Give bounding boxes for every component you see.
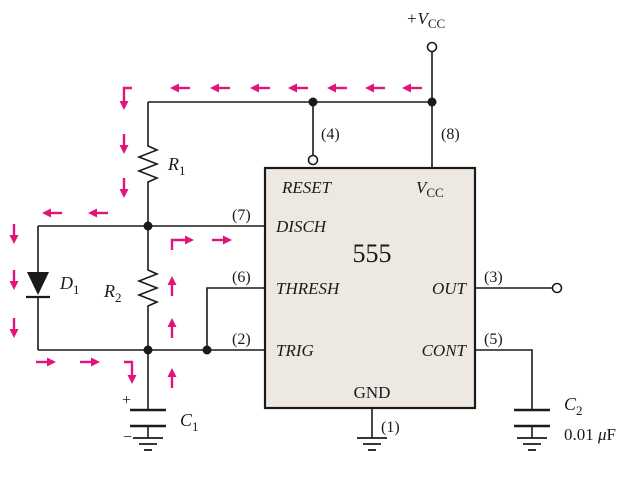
- current-arrow-corner: [124, 360, 137, 384]
- diode-d1: [26, 272, 50, 299]
- pin-label-disch: DISCH: [275, 217, 328, 236]
- pin-number-reset: (4): [321, 126, 340, 143]
- current-arrow-left: [327, 83, 347, 93]
- c2-value-unit: F: [607, 425, 616, 444]
- r2-label: R2: [103, 281, 122, 305]
- c1-label-sub: 1: [192, 419, 199, 434]
- pin-label-out: OUT: [432, 279, 468, 298]
- pin-number-gnd: (1): [381, 419, 400, 436]
- junction-dot: [143, 345, 153, 355]
- current-arrow-left: [88, 208, 108, 218]
- r2-label-sub: 2: [115, 290, 122, 305]
- current-arrow-down: [119, 134, 129, 154]
- pin-label-gnd: GND: [354, 383, 391, 402]
- junction-dot: [308, 97, 318, 107]
- supply-label-main: +V: [406, 9, 430, 28]
- c2-value-mu: μ: [597, 425, 607, 444]
- c2-value: 0.01 μF: [564, 425, 616, 444]
- current-arrow-right: [36, 357, 56, 367]
- junctions: [143, 97, 437, 355]
- current-arrow-left: [365, 83, 385, 93]
- c2-value-num: 0.01: [564, 425, 598, 444]
- current-arrow-left: [250, 83, 270, 93]
- diode-triangle: [27, 272, 49, 295]
- pin-number-disch: (7): [232, 207, 251, 224]
- d1-label: D1: [59, 273, 80, 297]
- pin-label-vcc-main: V: [416, 178, 429, 197]
- r1-label: R1: [167, 154, 186, 178]
- junction-dot: [427, 97, 437, 107]
- r1-label-sub: 1: [179, 163, 186, 178]
- pin-number-trig: (2): [232, 331, 251, 348]
- pin-label-vcc: VCC: [416, 178, 444, 200]
- c2-label-main: C: [564, 394, 577, 414]
- current-arrow-up: [167, 318, 177, 338]
- ic-555: 555 RESET VCC DISCH THRESH OUT TRIG CONT…: [263, 166, 477, 410]
- current-arrow-left: [288, 83, 308, 93]
- current-arrow-right: [80, 357, 100, 367]
- ground-symbol-c1: [133, 437, 163, 451]
- pin-label-thresh: THRESH: [276, 279, 341, 298]
- current-arrow-up: [167, 276, 177, 296]
- current-arrow-left: [210, 83, 230, 93]
- current-arrow-down: [9, 318, 19, 338]
- c1-minus-sign: −: [123, 429, 132, 446]
- reset-inversion-bubble: [307, 154, 319, 166]
- junction-dot: [143, 221, 153, 231]
- capacitor-c1: [130, 408, 166, 428]
- current-arrow-right: [212, 235, 232, 245]
- c2-label-sub: 2: [576, 403, 583, 418]
- current-arrow-left: [170, 83, 190, 93]
- ic-body: [263, 166, 477, 410]
- pin-numbers: (4) (8) (7) (6) (2) (3) (5) (1): [232, 126, 503, 436]
- supply-label: +VCC: [406, 9, 445, 31]
- thresh-wire: [206, 287, 265, 350]
- supply-label-sub: CC: [428, 16, 445, 31]
- resistor-r2: [136, 264, 160, 308]
- current-arrow-corner: [119, 86, 132, 110]
- current-arrow-down: [9, 270, 19, 290]
- pin-label-reset: RESET: [281, 178, 333, 197]
- c1-label-main: C: [180, 410, 193, 430]
- resistor-r1: [136, 140, 160, 184]
- ic-part-number: 555: [353, 239, 392, 268]
- current-arrow-left: [42, 208, 62, 218]
- ground-symbol-c2: [517, 437, 547, 451]
- pin-number-cont: (5): [484, 331, 503, 348]
- output-terminal: [551, 282, 563, 294]
- pin-label-trig: TRIG: [276, 341, 314, 360]
- pin-number-vcc: (8): [441, 126, 460, 143]
- current-arrow-corner: [170, 235, 194, 250]
- c2-label: C2: [564, 394, 583, 418]
- junction-dot: [202, 345, 212, 355]
- r2-label-main: R: [103, 281, 115, 301]
- pin-label-cont: CONT: [422, 341, 468, 360]
- pin-number-out: (3): [484, 269, 503, 286]
- r1-label-main: R: [167, 154, 179, 174]
- pin-number-thresh: (6): [232, 269, 251, 286]
- c1-plus-sign: +: [122, 392, 131, 409]
- current-arrow-left: [402, 83, 422, 93]
- current-arrow-down: [9, 224, 19, 244]
- cont-wire: [475, 349, 533, 410]
- c1-label: C1: [180, 410, 199, 434]
- current-flow-arrows: [9, 83, 422, 388]
- d1-label-sub: 1: [73, 282, 80, 297]
- capacitor-c2: [514, 408, 550, 428]
- current-arrow-down: [119, 178, 129, 198]
- vcc-terminal: [426, 41, 438, 53]
- pin-label-vcc-sub: CC: [426, 185, 443, 200]
- d1-label-main: D: [59, 273, 73, 293]
- ground-symbol-ic: [357, 437, 387, 451]
- current-arrow-up: [167, 368, 177, 388]
